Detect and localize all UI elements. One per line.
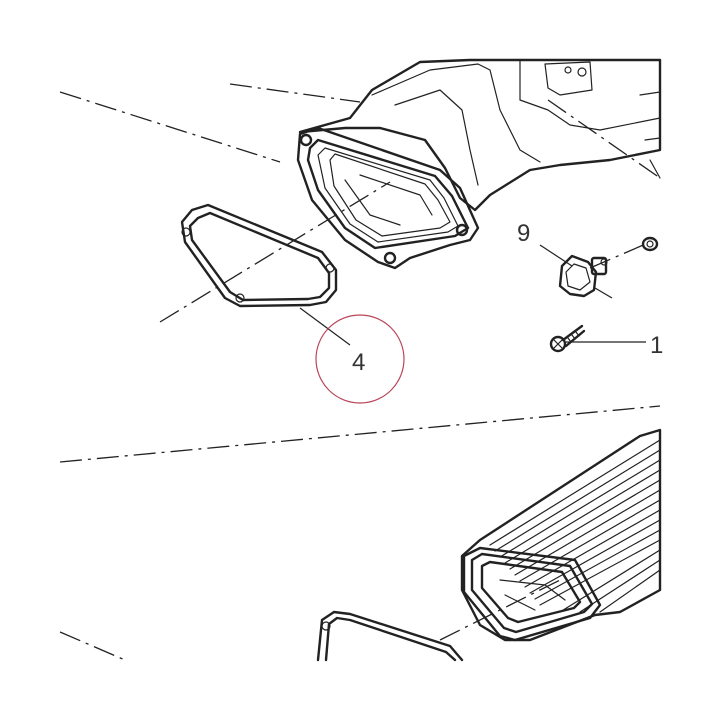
mounting-screw <box>549 324 586 353</box>
centerline-upper-right <box>547 99 661 179</box>
air-duct-upper <box>296 58 662 270</box>
leader-lines <box>299 244 646 346</box>
callout-number-4: 4 <box>352 349 365 376</box>
sensor-connector <box>590 256 608 276</box>
air-filter-lower <box>460 428 662 642</box>
callout-number-9: 9 <box>517 220 530 247</box>
washer-outer <box>641 236 659 252</box>
gasket-upper-outer <box>180 203 338 308</box>
filter-opening <box>480 560 582 624</box>
gasket-tab-bottom <box>235 293 245 303</box>
filter-opening-frame <box>462 546 602 642</box>
leader-9 <box>539 244 573 267</box>
air-duct-ridge-1 <box>371 63 541 163</box>
callout-number-1: 1 <box>650 332 663 359</box>
air-duct-right-edge <box>639 91 661 179</box>
centerline-lower-left <box>59 631 126 661</box>
flange-bolt-hole-top-left <box>299 133 313 147</box>
filter-body <box>460 428 662 642</box>
gasket-lower <box>316 610 464 662</box>
centerline-upper-left <box>59 91 281 163</box>
filter-opening-rim <box>470 552 594 634</box>
filter-opening-shade <box>499 579 566 611</box>
centerline-top <box>229 83 361 103</box>
air-duct-opening-shade <box>344 174 433 226</box>
centerline-middle <box>59 405 661 463</box>
sensor-body <box>558 254 598 298</box>
gasket-upper <box>180 203 338 308</box>
centerline-sensor-right <box>589 242 649 269</box>
gasket-tab-right <box>325 263 335 273</box>
gasket-tab-left <box>181 227 191 237</box>
centerline-sensor-screw <box>594 287 613 299</box>
gasket-lower-inner <box>324 616 457 662</box>
air-duct-ridge-3 <box>519 59 661 131</box>
intake-sensor <box>558 254 608 298</box>
screw-thread <box>567 331 580 343</box>
air-duct-port <box>544 61 593 96</box>
air-duct-body <box>298 58 662 212</box>
air-duct-flange <box>296 126 480 270</box>
flange-bolt-hole-right <box>455 223 469 237</box>
air-duct-flange-rim-inner <box>317 147 459 243</box>
sensor-washer <box>641 236 659 252</box>
gasket-lower-tab <box>321 621 331 631</box>
air-duct-ridge-2 <box>394 89 479 186</box>
screw-shank <box>561 324 586 348</box>
air-duct-flange-rim <box>306 138 470 250</box>
flange-bolt-hole-bottom <box>383 251 397 265</box>
sensor-connector-pin <box>600 258 608 266</box>
screw-head-torx <box>553 339 563 349</box>
washer-inner <box>646 240 654 248</box>
filter-ribs <box>489 439 661 613</box>
air-duct-port-hole <box>577 67 587 77</box>
assembly-centerlines <box>59 83 661 661</box>
air-duct-opening <box>329 153 451 237</box>
air-duct-port-hole-2 <box>564 66 572 74</box>
callout-4-highlight-circle <box>315 314 405 404</box>
gasket-lower-outer <box>316 610 464 662</box>
screw-head <box>549 335 567 353</box>
gasket-upper-inner <box>188 211 331 302</box>
leader-4 <box>299 307 351 346</box>
centerline-gasket <box>159 181 391 323</box>
sensor-face <box>565 263 591 291</box>
